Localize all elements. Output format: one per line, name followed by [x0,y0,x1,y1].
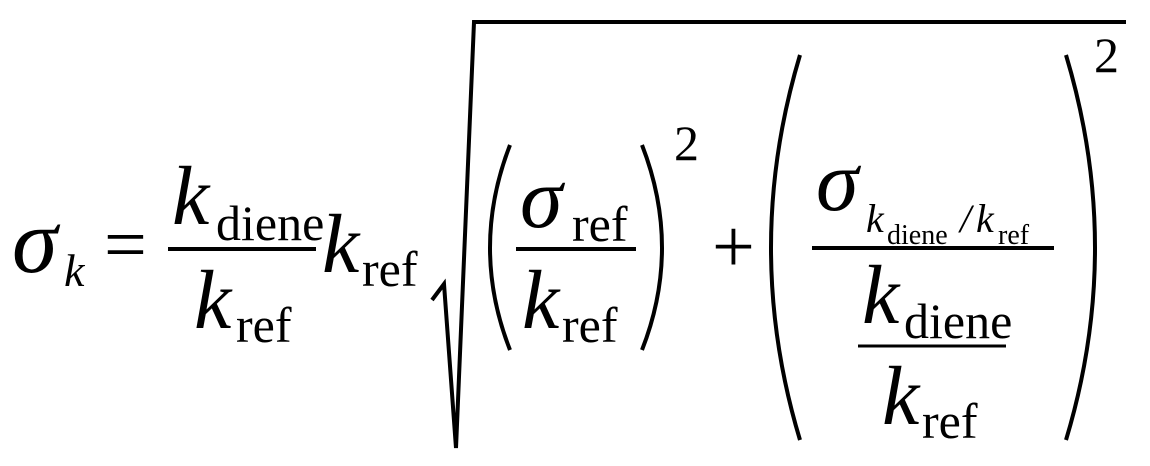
term-one-sigma: σ [520,150,566,246]
lhs: σ k [12,190,86,296]
fraction-kdiene-kref: k diene k ref [168,150,324,353]
term-two: σ k diene / k ref k diene k ref 2 [769,27,1119,449]
numerator-sub-diene: diene [216,195,324,251]
term-two-inner-sub-diene: diene [904,293,1012,349]
term-two-exponent: 2 [1094,27,1119,83]
multiplier-sub-ref: ref [362,241,418,297]
term-two-sub-slash: / [958,196,975,241]
term-one-k: k [522,254,561,347]
denominator-sub-ref: ref [236,297,292,353]
right-paren-term-two [1064,54,1097,441]
term-two-sub-k2: k [976,196,995,241]
term-one-exponent: 2 [674,115,699,171]
term-two-inner-k-ref: k [882,350,921,443]
left-paren-term-one [488,144,512,351]
multiplier-k: k [322,198,361,291]
equals-sign: = [104,203,147,287]
term-two-sub-k1: k [866,196,885,241]
k-subscript: k [64,245,86,296]
plus-sign: + [712,205,755,289]
term-two-sub-diene: diene [887,220,948,251]
term-two-sub-ref: ref [998,220,1030,251]
term-two-inner-k-diene: k [862,249,901,342]
kref-multiplier: k ref [322,198,418,297]
numerator-k: k [172,150,211,243]
term-one: σ ref k ref 2 [488,115,699,353]
square-root-radical [430,20,1126,449]
sigma-symbol: σ [12,190,61,292]
term-two-inner-sub-ref: ref [922,393,978,449]
right-paren-term-one [640,144,664,351]
term-two-sigma: σ [816,133,862,229]
term-one-sub-ref-denominator: ref [562,297,618,353]
term-one-sub-ref: ref [572,196,628,252]
left-paren-term-two [769,54,802,441]
denominator-k: k [194,254,233,347]
